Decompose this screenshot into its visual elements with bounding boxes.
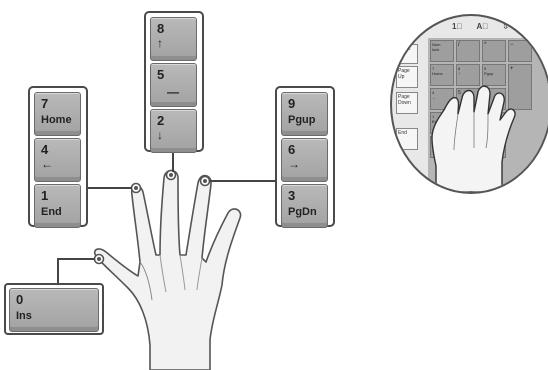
key-group-thumb: 0 Ins [4,283,104,335]
hand-illustration [95,171,241,370]
key-6-right[interactable]: 6 → [281,138,328,182]
key-8-up[interactable]: 8 ↑ [150,17,197,61]
key-group-middle-finger: 8 ↑ 5 — 2 ↓ [144,11,204,152]
key-2-down[interactable]: 2 ↓ [150,109,197,153]
key-5[interactable]: 5 — [150,63,197,107]
key-3-pgdn[interactable]: 3 PgDn [281,184,328,228]
arrow-down-icon: ↓ [157,129,163,141]
arrow-left-icon: ← [41,158,53,170]
key-0-ins[interactable]: 0 Ins [9,288,99,332]
key-group-ring-finger: 9 Pgup 6 → 3 PgDn [275,86,335,227]
keypad-inset: 1⃣A⃣⇳ Insert Page Up Page Down End Num l… [390,14,548,194]
dash-mark: — [167,86,179,98]
key-7-home[interactable]: 7 Home [34,92,81,136]
key-group-index-finger: 7 Home 4 ← 1 End [28,86,88,227]
key-1-end[interactable]: 1 End [34,184,81,228]
arrow-right-icon: → [288,158,300,170]
arrow-up-icon: ↑ [157,37,163,49]
inset-hand-illustration [392,16,548,192]
key-4-left[interactable]: 4 ← [34,138,81,182]
key-9-pgup[interactable]: 9 Pgup [281,92,328,136]
